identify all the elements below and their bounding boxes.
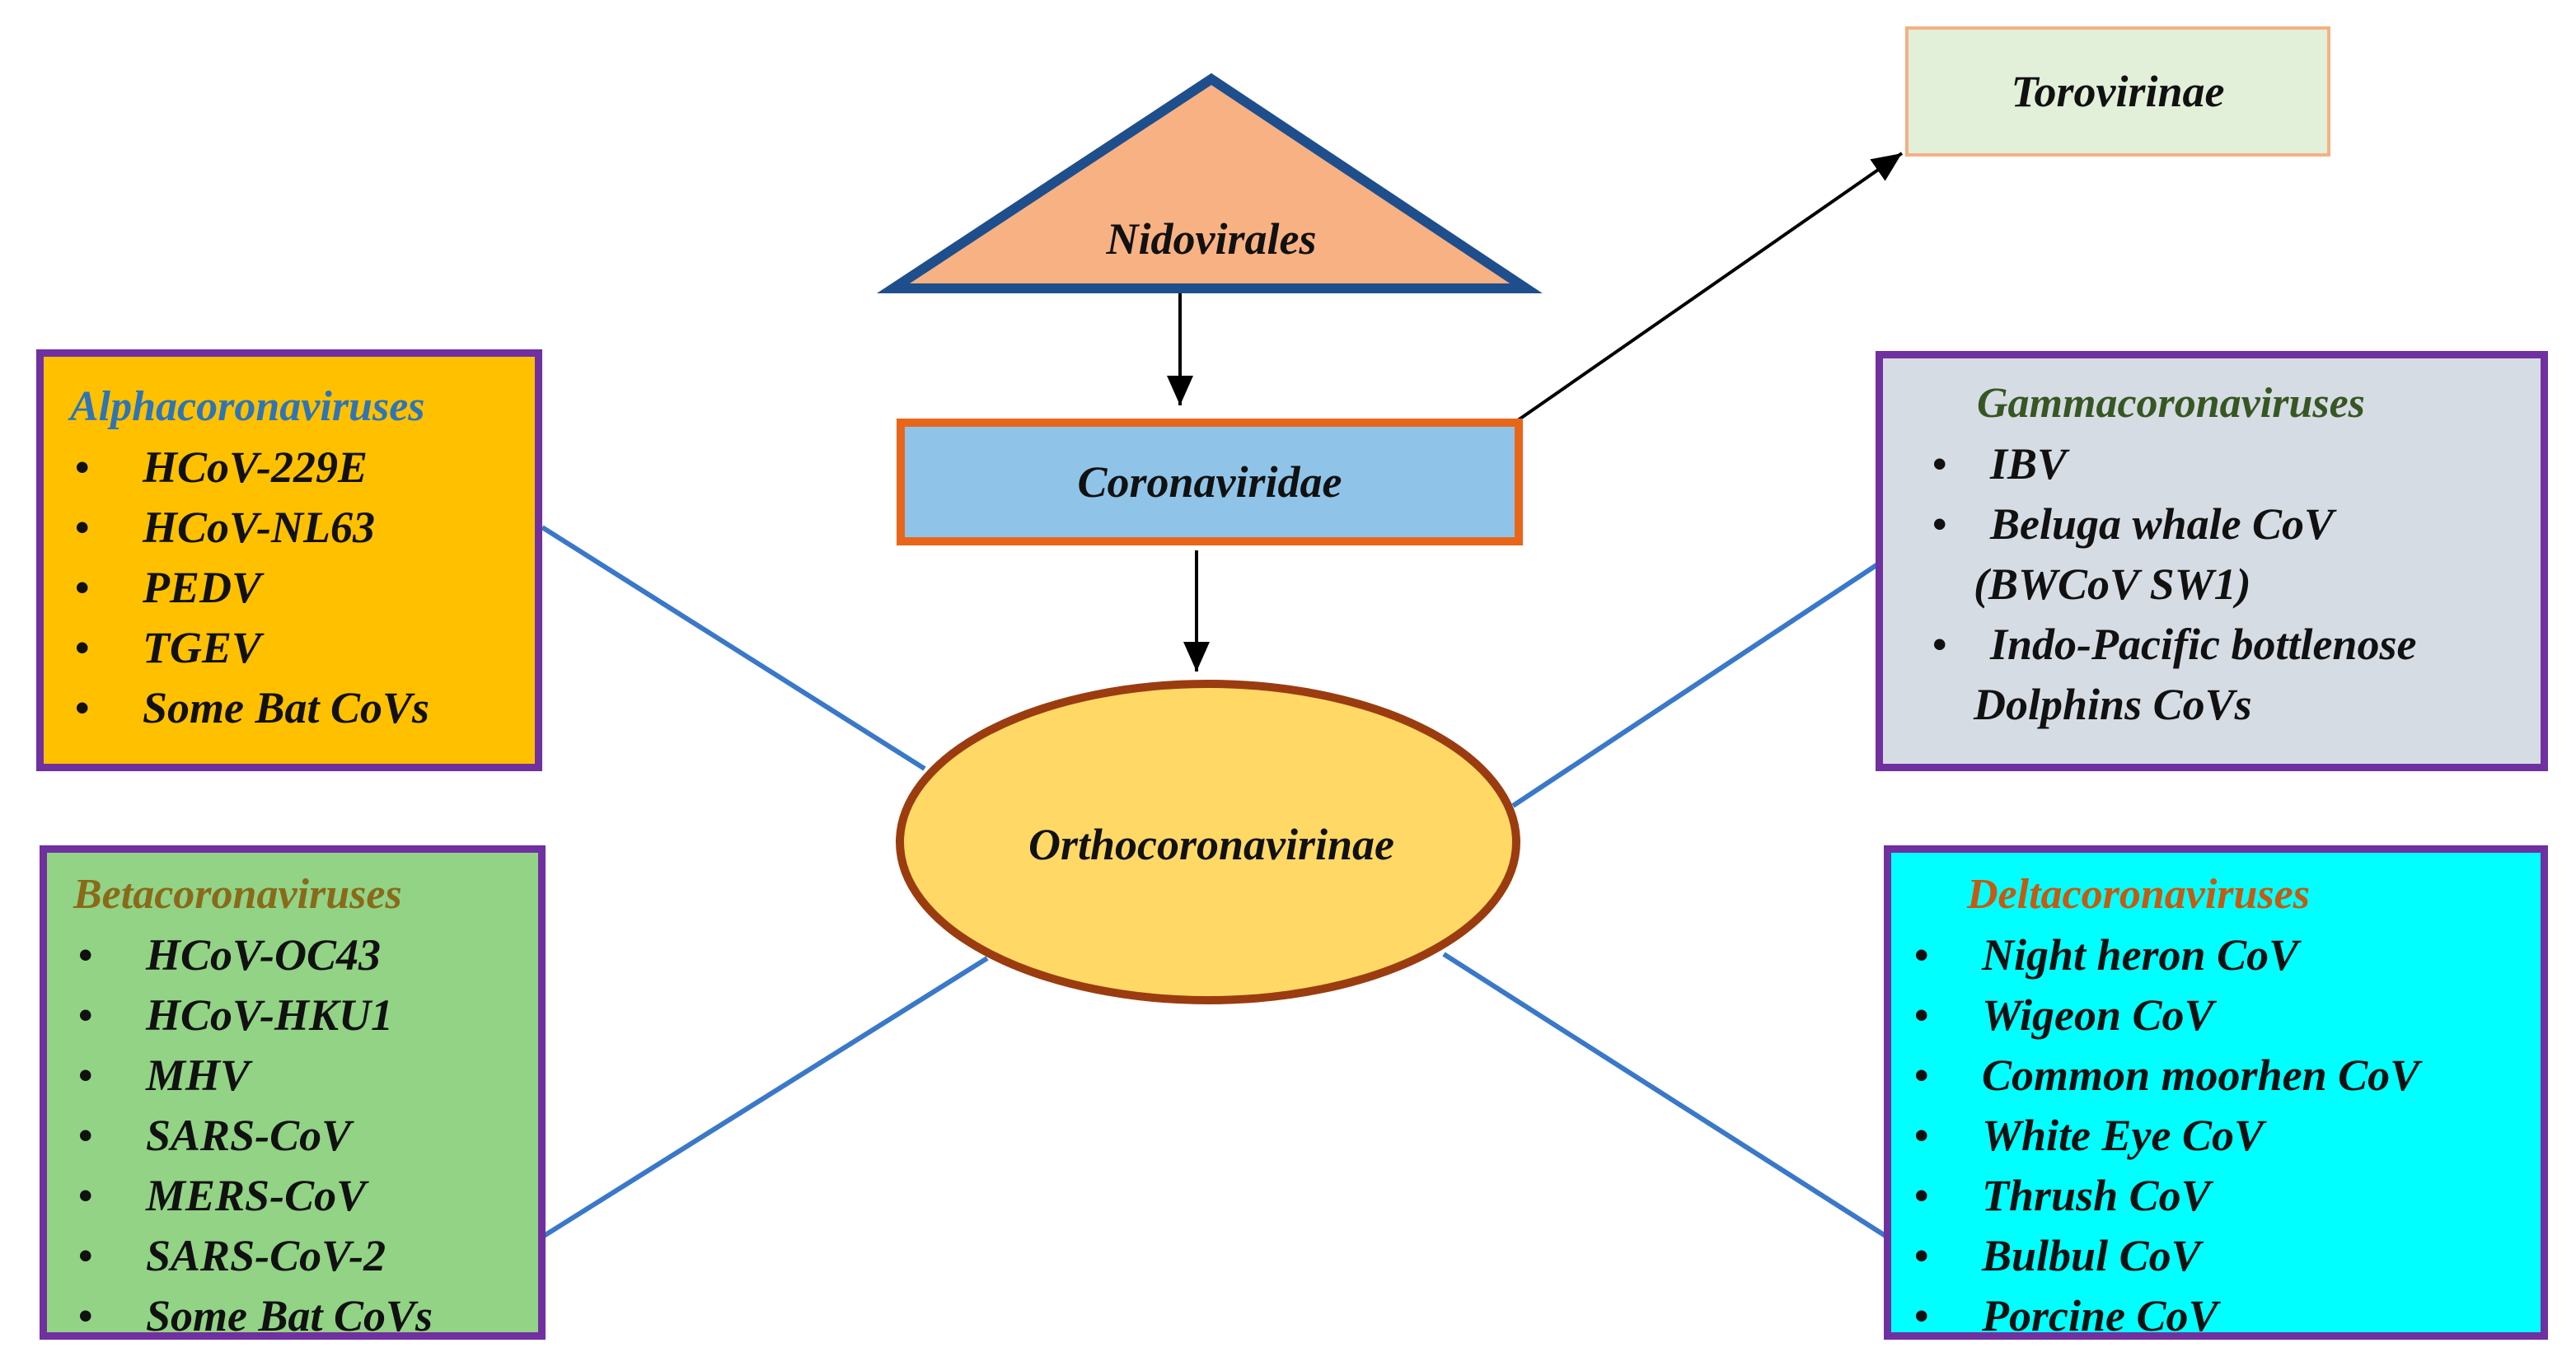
list-item: • TGEV <box>70 618 535 678</box>
list-item: • HCoV-OC43 <box>73 925 538 985</box>
bullet-icon: • <box>1932 621 1947 667</box>
list-item-label: Some Bat CoVs <box>146 1291 433 1341</box>
bullet-icon: • <box>75 625 90 671</box>
list-item-label: Thrush CoV <box>1982 1171 2211 1220</box>
coronaviridae-label: Coronaviridae <box>1077 457 1342 507</box>
bullet-icon: • <box>1914 992 1929 1038</box>
list-item: • MERS-CoV <box>73 1166 538 1226</box>
list-item: • HCoV-229E <box>70 438 535 498</box>
list-item: • HCoV-NL63 <box>70 498 535 558</box>
list-item: • Common moorhen CoV <box>1909 1046 2541 1106</box>
list-item: • Some Bat CoVs <box>73 1286 538 1346</box>
list-item-label: MERS-CoV <box>146 1171 367 1220</box>
list-item: • Thrush CoV <box>1909 1166 2541 1226</box>
list-item-label: TGEV <box>143 623 262 672</box>
nidovirales-label: Nidovirales <box>1106 214 1317 264</box>
list-item: • HCoV-HKU1 <box>73 985 538 1046</box>
gammacoronaviruses-list: • IBV • Beluga whale CoV (BWCoV SW1) • Indo-… <box>1916 434 2541 735</box>
list-item-label: Beluga whale CoV <box>1990 499 2335 549</box>
bullet-icon: • <box>78 1172 93 1219</box>
list-item-label-continued: (BWCoV SW1) <box>1974 559 2251 609</box>
alphacoronaviruses-title: Alphacoronaviruses <box>70 383 425 430</box>
list-item: • SARS-CoV <box>73 1106 538 1166</box>
list-item-label: Common moorhen CoV <box>1982 1050 2420 1100</box>
arrow-coronaviridae-to-torovirinae <box>1516 152 1904 422</box>
deltacoronaviruses-list: • Night heron CoV • Wigeon CoV • Common moo… <box>1909 925 2541 1346</box>
torovirinae-label: Torovirinae <box>2011 67 2225 116</box>
list-item: • Night heron CoV <box>1909 925 2541 985</box>
bullet-icon: • <box>78 1052 93 1098</box>
bullet-icon: • <box>75 444 90 490</box>
bullet-icon: • <box>75 504 90 550</box>
bullet-icon: • <box>1914 1233 1929 1279</box>
alpha-connector <box>541 525 926 771</box>
orthocoronavirinae-ellipse <box>896 680 1520 1004</box>
list-item-label: Night heron CoV <box>1982 930 2299 980</box>
betacoronaviruses-box: Betacoronaviruses •HCoV-OC43 •HCoV-HKU1 … <box>40 845 546 1341</box>
bullet-icon: • <box>1914 932 1929 978</box>
list-item-label: SARS-CoV <box>146 1111 352 1160</box>
orthocoronavirinae-label: Orthocoronavirinae <box>1028 820 1395 869</box>
list-item: • Porcine CoV <box>1909 1286 2541 1346</box>
list-item-label: Porcine CoV <box>1982 1291 2218 1341</box>
list-item-label: Wigeon CoV <box>1982 990 2214 1040</box>
bullet-icon: • <box>1914 1172 1929 1219</box>
bullet-icon: • <box>1932 441 1947 487</box>
list-item-label: Bulbul CoV <box>1982 1231 2201 1280</box>
bullet-icon: • <box>1914 1112 1929 1158</box>
list-item: • SARS-CoV-2 <box>73 1226 538 1286</box>
list-item: • Bulbul CoV <box>1909 1226 2541 1286</box>
bullet-icon: • <box>78 992 93 1038</box>
gammacoronaviruses-box: Gammacoronaviruses • IBV • Beluga whale Co… <box>1876 351 2548 771</box>
list-item: • Some Bat CoVs <box>70 678 535 738</box>
gamma-connector <box>1511 561 1880 808</box>
list-item: • PEDV <box>70 558 535 618</box>
list-item-label: HCoV-NL63 <box>143 503 376 552</box>
alphacoronaviruses-box: Alphacoronaviruses • HCoV-229E • HCoV-NL63… <box>36 349 542 771</box>
list-item: • IBV <box>1916 434 2541 494</box>
deltacoronaviruses-box: Deltacoronaviruses • Night heron CoV • Wig… <box>1884 845 2548 1341</box>
bullet-icon: • <box>75 685 90 731</box>
list-item: • Beluga whale CoV (BWCoV SW1) <box>1916 494 2541 615</box>
list-item-label: Indo-Pacific bottlenose <box>1990 620 2417 669</box>
bullet-icon: • <box>78 932 93 978</box>
list-item: • White Eye CoV <box>1909 1106 2541 1166</box>
deltacoronaviruses-title: Deltacoronaviruses <box>1967 871 2310 918</box>
delta-connector <box>1442 952 1887 1238</box>
list-item: • MHV <box>73 1046 538 1106</box>
list-item-label: HCoV-OC43 <box>146 930 382 980</box>
betacoronaviruses-list: • HCoV-OC43 • HCoV-HKU1 • MHV • SARS-CoV • ME… <box>73 925 538 1346</box>
list-item-label: SARS-CoV-2 <box>146 1231 386 1280</box>
nidovirales-triangle <box>876 73 1543 293</box>
betacoronaviruses-title: Betacoronaviruses <box>73 871 402 918</box>
list-item-label: HCoV-229E <box>143 442 368 492</box>
bullet-icon: • <box>78 1112 93 1158</box>
coronaviridae-box: Coronaviridae <box>897 419 1523 545</box>
list-item-label: HCoV-HKU1 <box>146 990 394 1040</box>
beta-connector <box>542 956 989 1238</box>
bullet-icon: • <box>78 1293 93 1339</box>
bullet-icon: • <box>75 564 90 611</box>
list-item-label: MHV <box>146 1050 251 1100</box>
list-item-label: White Eye CoV <box>1982 1111 2265 1160</box>
bullet-icon: • <box>1932 501 1947 547</box>
list-item-label: PEDV <box>143 563 262 612</box>
bullet-icon: • <box>1914 1293 1929 1339</box>
torovirinae-box: Torovirinae <box>1905 26 2330 157</box>
list-item-label: IBV <box>1990 439 2068 489</box>
gammacoronaviruses-title: Gammacoronaviruses <box>1977 380 2365 427</box>
list-item: • Wigeon CoV <box>1909 985 2541 1046</box>
list-item-label-continued: Dolphins CoVs <box>1974 680 2252 729</box>
list-item-label: Some Bat CoVs <box>143 683 430 732</box>
bullet-icon: • <box>1914 1052 1929 1098</box>
bullet-icon: • <box>78 1233 93 1279</box>
alphacoronaviruses-list: • HCoV-229E • HCoV-NL63 • PEDV • TGEV • Some … <box>70 438 535 738</box>
